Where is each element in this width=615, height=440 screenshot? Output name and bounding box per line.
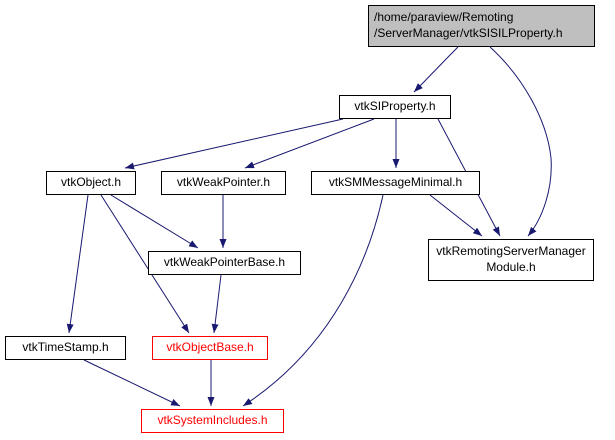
edge-vtkSIProperty-to-vtkObject <box>124 118 344 170</box>
edge-vtkSISILProperty-to-vtkRemotingServerManagerModule <box>489 46 552 237</box>
node-vtktimestamp-h[interactable]: vtkTimeStamp.h <box>5 336 126 360</box>
node-vtksystemincludes-h[interactable]: vtkSystemIncludes.h <box>141 409 284 433</box>
node-vtkweakpointerbase-h[interactable]: vtkWeakPointerBase.h <box>148 251 301 275</box>
node-vtkweakpointer-h[interactable]: vtkWeakPointer.h <box>161 171 286 195</box>
edge-vtkSMMessageMinimal-to-vtkRemotingServerManagerModule <box>429 194 483 237</box>
node-vtksiproperty-h[interactable]: vtkSIProperty.h <box>339 95 451 119</box>
node-vtkremotingservermanagermodule-h[interactable]: vtkRemotingServerManager Module.h <box>428 239 594 281</box>
node-vtkobjectbase-h[interactable]: vtkObjectBase.h <box>152 336 268 360</box>
node-vtksmmessageminimal-h[interactable]: vtkSMMessageMinimal.h <box>311 171 480 195</box>
node-vtkobject-h[interactable]: vtkObject.h <box>46 171 136 195</box>
edge-vtkWeakPointerBase-to-vtkObjectBase <box>211 274 222 334</box>
edge-vtkObject-to-vtkWeakPointerBase <box>110 194 199 249</box>
edge-vtkSIProperty-to-vtkWeakPointer <box>244 118 375 169</box>
edge-vtkTimeStamp-to-vtkSystemIncludes <box>83 359 181 407</box>
edge-vtkObject-to-vtkTimeStamp <box>66 194 89 334</box>
edge-vtkSMMessageMinimal-to-vtkSystemIncludes <box>242 194 384 407</box>
edge-vtkSISILProperty-to-vtkSIProperty <box>413 46 459 93</box>
node-vtksisilproperty-h: /home/paraview/Remoting /ServerManager/v… <box>368 5 595 47</box>
